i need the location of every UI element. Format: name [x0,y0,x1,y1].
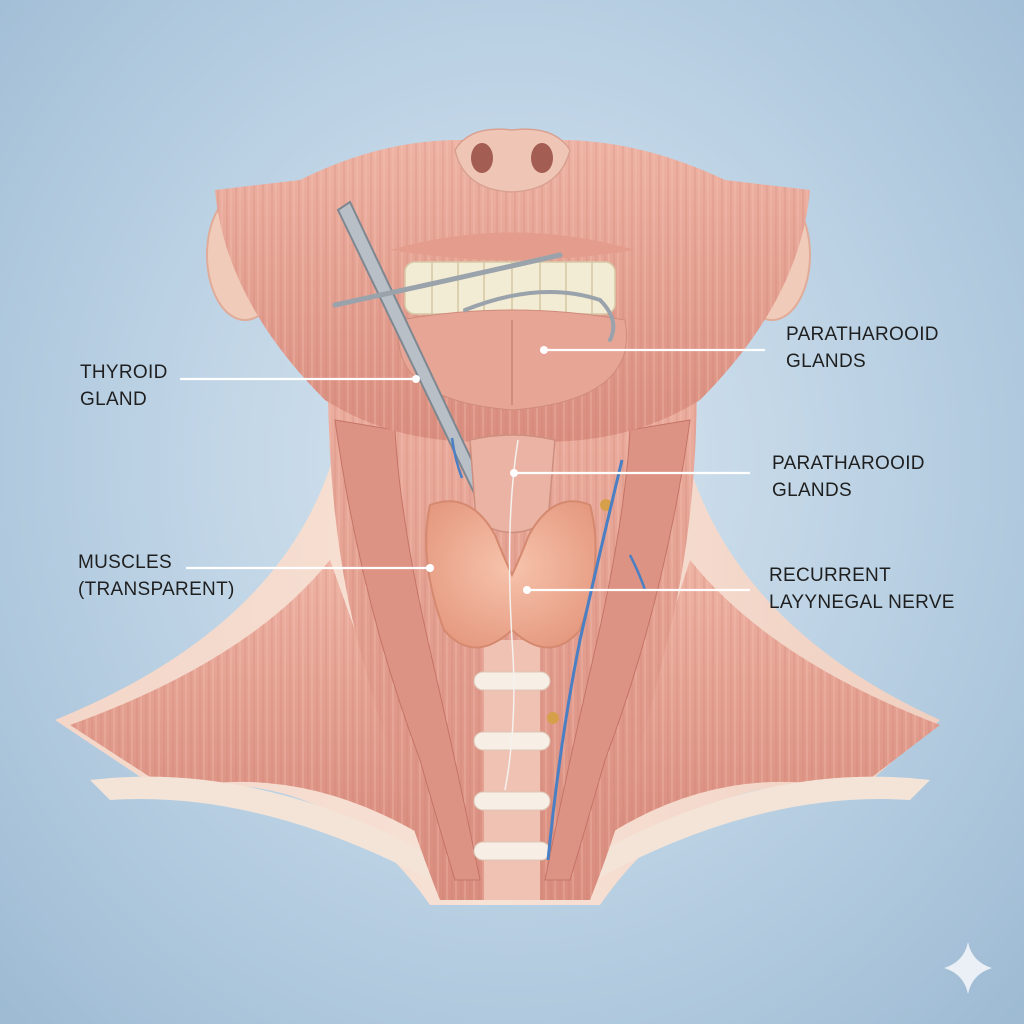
nerve-branch [628,554,647,591]
left-shoulder-muscle-fibers [70,560,430,840]
parathyroid-nodule-upper [600,499,612,511]
thyroid-gland-label: THYROID GLAND [80,359,168,413]
thyroid-label-line-2: GLAND [80,389,147,410]
muscles-label-line-1: MUSCLES [78,552,172,573]
right-sternocleidomastoid [544,419,691,881]
muscles-label-line-2: (TRANSPARENT) [78,579,235,600]
teeth-row [404,261,616,315]
thyroid-gland [425,500,597,649]
recurrent-laryngeal-nerve [546,459,624,861]
left-clavicle [90,776,440,880]
wire-2 [463,290,616,342]
parathyroid-upper-label: PARATHAROOID GLANDS [786,321,939,375]
right-shoulder-muscle-fibers [600,560,940,840]
sparkle-icon [944,942,992,994]
parathyroid-nodule-lower [547,712,559,724]
nerve-label-line-2: LAYYNEGAL NERVE [769,592,955,613]
tooth-dividers [431,262,593,314]
parathyroid-upper-line-2: GLANDS [786,351,866,372]
leader-lines [180,346,765,594]
left-nerve [450,437,464,479]
thyroid-label-line-1: THYROID [80,362,168,383]
parathyroid-lower-label: PARATHAROOID GLANDS [772,450,925,504]
wire-1 [332,252,563,308]
parathyroid-lower-line-1: PARATHAROOID [772,453,925,474]
right-clavicle [585,776,930,880]
left-nostril [471,143,493,173]
right-nostril [531,143,553,173]
parathyroid-upper-line-1: PARATHAROOID [786,324,939,345]
upper-lip [390,232,635,260]
nerve-label: RECURRENT LAYYNEGAL NERVE [769,562,955,616]
parathyroid-lower-line-2: GLANDS [772,480,852,501]
trachea [473,640,551,900]
nerve-label-line-1: RECURRENT [769,565,891,586]
muscles-label: MUSCLES (TRANSPARENT) [78,549,235,603]
vessel-thread [504,439,519,791]
